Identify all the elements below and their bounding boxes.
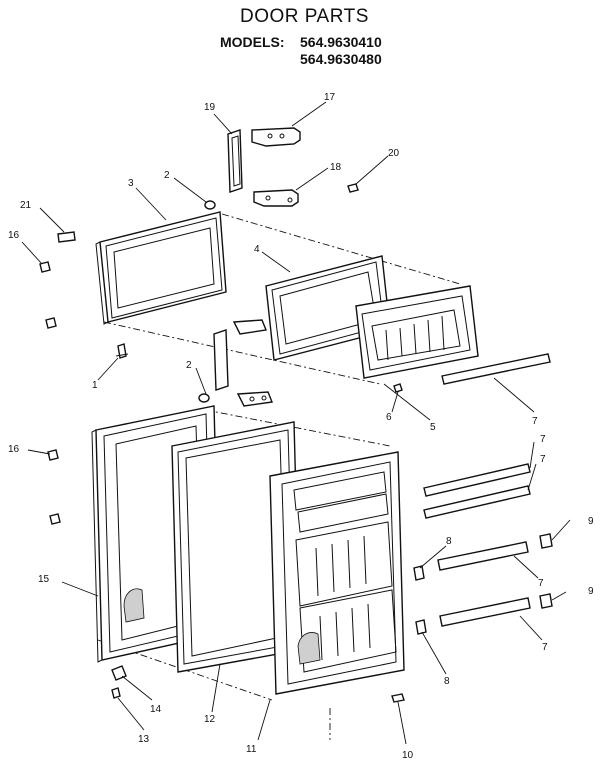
hinge-middle (253, 189, 299, 207)
callout-2: 2 (164, 170, 170, 181)
callout-5: 5 (430, 422, 436, 433)
callout-4: 4 (254, 244, 260, 255)
model-number: 564.9630480 (300, 51, 382, 67)
callout-13: 13 (138, 734, 150, 745)
callout-labels: 19 17 18 20 2 3 21 16 1 4 2 6 5 7 16 7 7… (8, 92, 594, 761)
hinge-cover-middle (213, 319, 267, 391)
screw-set-upper (39, 261, 57, 329)
callout-7: 7 (538, 578, 544, 589)
callout-7: 7 (540, 454, 546, 465)
callout-17: 17 (324, 92, 336, 103)
callout-9: 9 (588, 586, 594, 597)
page-title: DOOR PARTS (240, 6, 369, 27)
hinge-cover-upper (227, 129, 243, 193)
shelf-clips-left (413, 565, 427, 635)
callout-18: 18 (330, 162, 342, 173)
freezer-door-outer (95, 211, 227, 325)
screw (393, 383, 403, 393)
callout-7: 7 (542, 642, 548, 653)
callout-8: 8 (446, 536, 452, 547)
callout-10: 10 (402, 750, 414, 761)
fresh-food-door-liner (269, 451, 405, 695)
callout-8: 8 (444, 676, 450, 687)
callout-11: 11 (246, 744, 257, 755)
callout-20: 20 (388, 148, 400, 159)
plug-lower (198, 393, 210, 403)
screw (347, 183, 359, 193)
callout-19: 19 (204, 102, 216, 113)
screw (111, 687, 121, 699)
shelf-clips-right (539, 533, 553, 609)
model-number: 564.9630410 (300, 34, 382, 50)
callout-21: 21 (20, 200, 32, 211)
hinge-lower (236, 391, 273, 407)
callout-9: 9 (588, 516, 594, 527)
callout-2: 2 (186, 360, 192, 371)
shelf-bars (423, 353, 551, 627)
hinge-upper (251, 127, 301, 147)
cap (57, 231, 76, 243)
callout-1: 1 (92, 380, 98, 391)
callout-3: 3 (128, 178, 134, 189)
callout-7: 7 (532, 416, 538, 427)
leader-lines (21, 101, 571, 745)
callout-16: 16 (8, 230, 20, 241)
callout-12: 12 (204, 714, 216, 725)
door-stop (115, 343, 129, 359)
callout-14: 14 (150, 704, 162, 715)
plug-upper (204, 200, 216, 210)
callout-6: 6 (386, 412, 392, 423)
freezer-door-liner (355, 285, 479, 379)
callout-15: 15 (38, 574, 50, 585)
screw-set-lower (47, 449, 61, 525)
models-label: MODELS: (220, 34, 285, 50)
callout-16: 16 (8, 444, 20, 455)
screw (391, 693, 405, 703)
callout-7: 7 (540, 434, 546, 445)
